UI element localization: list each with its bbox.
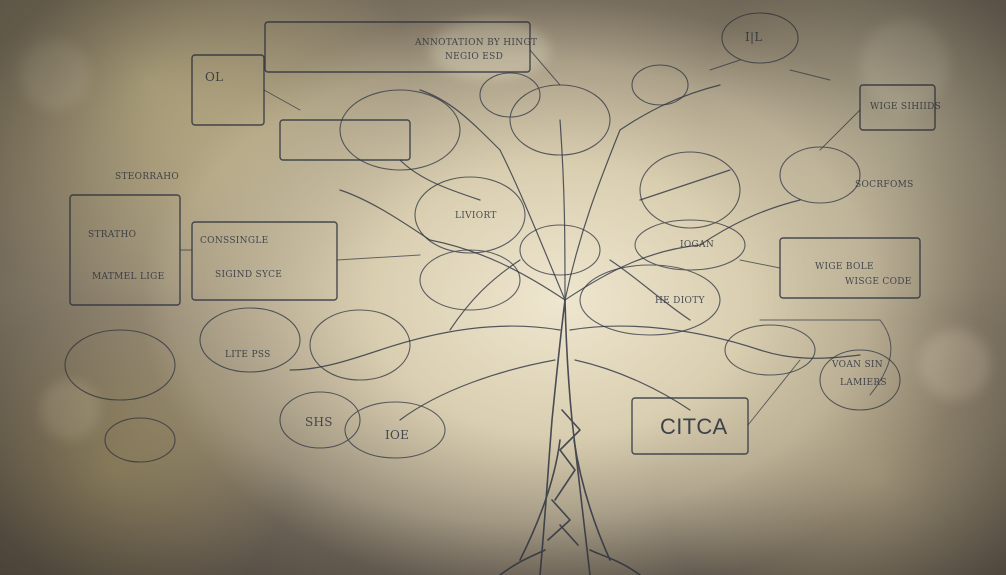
left-block-label: STRATHO [88,230,137,240]
mid-label-2: IOGAN [680,240,714,250]
mid-label: LIVIORT [455,211,497,221]
right-bottom-label-2: LAMIERS [840,378,887,388]
left-small-label: STEORRAHO [115,172,180,182]
center-box-label: CITCA [660,414,728,439]
top-annotation-label: ANNOTATION BY HINGT [415,38,538,48]
tree-trunk [499,299,641,575]
bottom-left-label-2: IOE [385,428,410,442]
right-bottom-label: VOAN SIN [832,360,883,370]
left-block-label-2: MATMEL LIGE [92,272,165,282]
right-block-label-2: WISGE CODE [845,277,912,287]
bottom-left-label: SHS [305,415,333,429]
right-small-label: WIGE SIHIIDS [870,102,942,112]
left-box-label-2: SIGIND SYCE [215,270,283,280]
tree-branches [289,84,861,421]
left-box-label: CONSSINGLE [200,236,269,246]
top-right-tag: I|L [745,30,763,44]
mid-label-3: HE DIOTY [655,296,705,306]
top-left-tag: OL [205,70,224,84]
idea-bubbles [64,12,901,463]
top-annotation-label-2: NEGIO ESD [445,52,504,62]
left-small-label-2: LITE PSS [225,350,271,360]
right-block-label: WIGE BOLE [815,262,874,272]
right-small-label-2: SOCRFOMS [855,180,914,190]
